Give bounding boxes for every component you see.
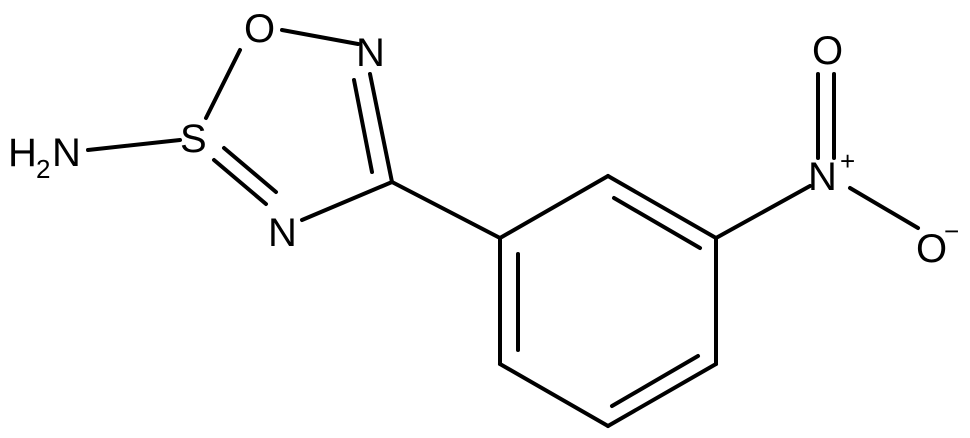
bond-ring-link [390,180,502,240]
atom-no2-n: N [808,155,837,199]
atom-s-ring: S [180,117,207,161]
bond-o-n [280,28,360,46]
bond-benzene-1 [498,174,610,240]
bond-ring-no2 [714,184,812,240]
bond-o-s [204,48,242,120]
bond-c-n [300,180,394,222]
atom-no2-o-top: O [812,29,843,73]
atom-n-top: N [356,31,385,75]
atom-n-bottom: N [268,211,297,255]
bond-benzene-2 [606,174,718,240]
atom-nh2-n: N [52,131,81,175]
atom-nh2-subscript: 2 [36,154,50,184]
bond-benzene-4 [606,362,718,428]
bond-no2-o-right [848,186,920,230]
atom-no2-n-charge: + [840,146,855,176]
bond-n-c-outer [368,72,394,184]
atom-nh2-h: H [8,131,37,175]
bond-s-n-inner [222,146,278,194]
atom-no2-o-charge: − [944,216,959,246]
atom-no2-o-right: O [916,227,947,271]
bond-s-nh2 [86,138,182,152]
bond-benzene-inner-3 [610,354,700,408]
bond-n-c-inner [352,78,374,174]
bond-benzene-5 [498,362,610,428]
bond-benzene-inner-2 [612,196,702,250]
atom-o-ring: O [244,7,275,51]
bond-s-n-outer [212,158,268,206]
